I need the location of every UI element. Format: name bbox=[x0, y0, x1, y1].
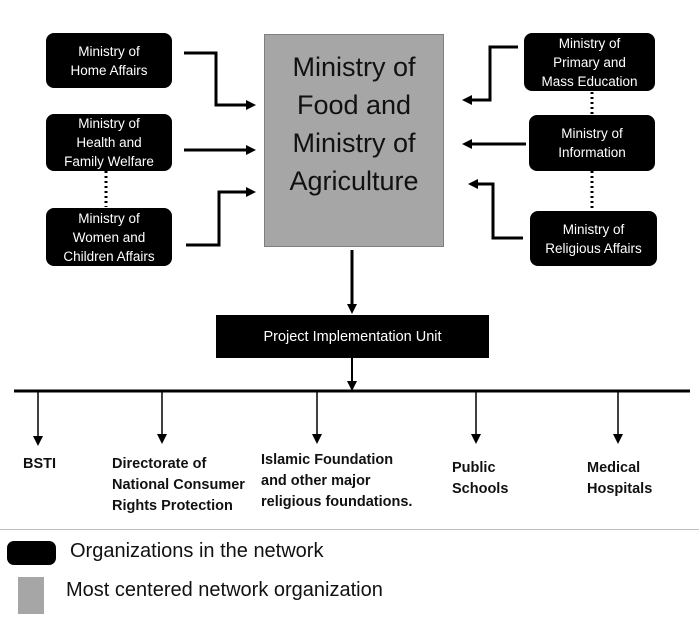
org-islamic-foundation: Islamic Foundation and other major relig… bbox=[261, 452, 413, 510]
node-project-implementation-unit: Project Implementation Unit bbox=[216, 315, 489, 358]
node-religious-affairs: Ministry of Religious Affairs bbox=[530, 211, 657, 266]
node-women-children-affairs: Ministry of Women and Children Affairs bbox=[46, 208, 172, 266]
legend-center-label: Most centered network organization bbox=[66, 579, 383, 601]
node-food-agriculture: Ministry of Food and Ministry of Agricul… bbox=[264, 34, 444, 247]
org-public-schools: Public Schools bbox=[452, 460, 509, 497]
legend-network-label: Organizations in the network bbox=[70, 540, 324, 562]
node-home-affairs: Ministry of Home Affairs bbox=[46, 33, 172, 88]
node-information: Ministry of Information bbox=[529, 115, 655, 171]
org-medical-hospitals: Medical Hospitals bbox=[587, 460, 653, 497]
org-bsti: BSTI bbox=[23, 456, 57, 472]
legend-network-swatch bbox=[7, 541, 56, 565]
arrow-religious-affairs bbox=[468, 179, 523, 240]
arrow-home-affairs bbox=[184, 51, 256, 110]
org-directorate-consumer-rights: Directorate of National Consumer Rights … bbox=[112, 456, 245, 514]
node-health-family-welfare: Ministry of Health and Family Welfare bbox=[46, 114, 172, 171]
arrow-primary-education bbox=[462, 45, 518, 105]
node-primary-mass-education: Ministry of Primary and Mass Education bbox=[524, 33, 655, 91]
legend-center-swatch bbox=[18, 577, 44, 614]
arrow-women-children bbox=[186, 187, 256, 247]
legend-divider bbox=[0, 529, 699, 530]
